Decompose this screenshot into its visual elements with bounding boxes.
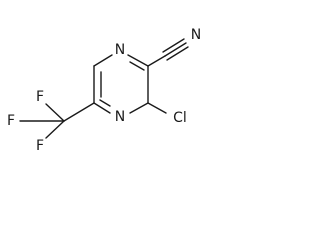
structure-canvas: N N N Cl F F F [0, 0, 224, 158]
atom-f-top: F [36, 89, 44, 105]
atom-f-bottom: F [36, 138, 44, 154]
atom-f-left: F [7, 113, 15, 129]
bond-triple-1 [164, 42, 187, 57]
bond-c2-cnitrile [147, 55, 166, 67]
atom-n-nitrile: N [191, 27, 201, 43]
bond-c3-n4 [129, 102, 149, 114]
atom-n-bottom: N [115, 109, 125, 125]
bond-n4-c5-inner [99, 99, 111, 107]
molecule-diagram: N N N Cl F F F [7, 27, 201, 154]
bond-n1-c2 [127, 54, 149, 67]
atom-cl: Cl [173, 110, 187, 126]
bond-c3-cl [147, 102, 167, 114]
atom-n-top: N [115, 42, 125, 58]
bond-n1-c2-inner [129, 61, 145, 71]
bond-cf3-f-bottom [45, 120, 65, 139]
bond-triple-3 [166, 46, 189, 61]
bond-n4-c5 [93, 102, 111, 114]
bond-triple-2 [162, 38, 185, 53]
bond-cf3-f-top [45, 103, 65, 122]
bond-c6-n1 [93, 54, 113, 67]
bond-c5-cf3 [63, 102, 95, 122]
